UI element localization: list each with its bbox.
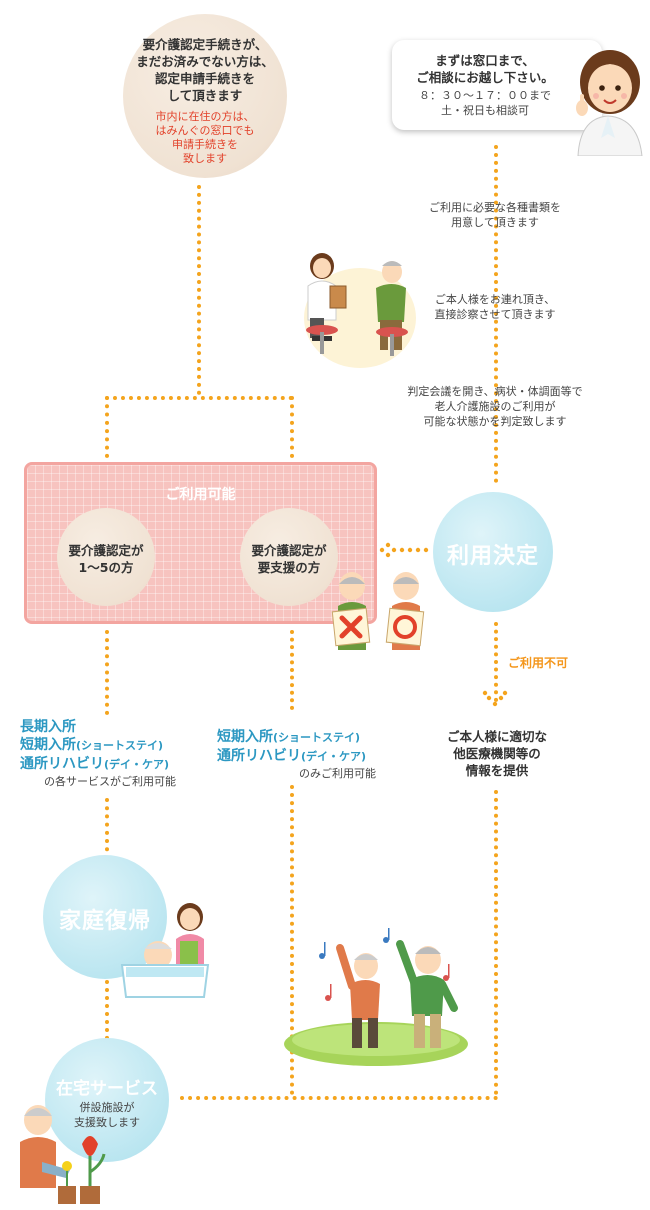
tulip-icon: [82, 1136, 98, 1156]
connector-left-split: [105, 396, 293, 400]
left-service-3-sub: (デイ・ケア): [104, 758, 170, 771]
consultation-hours: ８：３０〜１７：００まで: [419, 89, 551, 102]
left-service-2-sub: (ショートステイ): [76, 739, 164, 752]
circle-mark-icon: [393, 615, 417, 639]
connector-bottom-row: [180, 1096, 498, 1100]
right-services-note: のみご利用可能: [299, 767, 376, 780]
connector-left-top: [197, 185, 201, 395]
not-available-label: ご利用不可: [508, 656, 569, 670]
right-service-1: 短期入所: [217, 729, 273, 745]
right-service-1-sub: (ショートステイ): [273, 731, 361, 744]
connector-right-flow: [494, 145, 498, 483]
referral-line-3: 情報を提供: [465, 763, 529, 778]
left-service-2: 短期入所: [20, 737, 76, 753]
consultation-line-2: ご相談にお越し下さい。: [416, 70, 554, 85]
left-service-1: 長期入所: [20, 719, 76, 735]
consultation-card: まずは窓口まで、 ご相談にお越し下さい。 ８：３０〜１７：００まで 土・祝日も相…: [392, 40, 602, 130]
referral-line-1: ご本人様に適切な: [446, 729, 547, 744]
connector-mid-col-2: [290, 785, 294, 1095]
home-service-title: 在宅サービス: [56, 1079, 158, 1099]
nurse-illustration: [576, 50, 643, 156]
home-service-bubble: 在宅サービス 併設施設が 支援致します: [45, 1038, 169, 1162]
application-main-line-4: して頂きます: [167, 88, 243, 103]
exam-line-2: 直接診察させて頂きます: [434, 308, 556, 321]
home-service-sub-2: 支援致します: [74, 1116, 140, 1129]
application-main-line-3: 認定申請手続きを: [154, 71, 255, 86]
connector-mid-col-1: [290, 630, 294, 710]
judgement-line-2: 老人介護施設のご利用が: [434, 400, 556, 413]
connector-right-down: [494, 622, 498, 702]
judgement-line-3: 可能な状態かを判定致します: [423, 415, 567, 428]
return-home-label: 家庭復帰: [58, 909, 151, 934]
application-sub-line-3: 申請手続きを: [172, 138, 238, 151]
documents-line-1: ご利用に必要な各種書類を: [429, 201, 561, 214]
connector-left-branch-b: [290, 396, 294, 458]
available-title: ご利用可能: [165, 487, 236, 503]
referral-line-2: 他医療機関等の: [453, 746, 541, 761]
gardening-illustration: [20, 1105, 106, 1204]
home-service-sub-1: 併設施設が: [79, 1101, 135, 1114]
application-sub-line-4: 致します: [183, 152, 227, 165]
application-main-line-1: 要介護認定手続きが、: [142, 37, 268, 52]
connector-left-branch-a: [105, 396, 109, 458]
left-service-3: 通所リハビリ: [20, 756, 104, 772]
judgement-illustration: [331, 572, 425, 650]
connector-left-col-1: [105, 630, 109, 715]
support-level-line-2: 要支援の方: [257, 560, 321, 575]
bath-care-illustration: [120, 903, 210, 998]
decision-label: 利用決定: [446, 544, 539, 569]
connector-left-col-3: [105, 980, 109, 1040]
application-bubble: 要介護認定手続きが、 まだお済みでない方は、 認定申請手続きを して頂きます 市…: [123, 14, 287, 178]
judgement-line-1: 判定会議を開き、病状・体調面等で: [407, 385, 583, 398]
arrow-down-icon: [482, 690, 508, 707]
cross-mark-icon: [339, 615, 363, 639]
music-note-icon: [319, 942, 326, 959]
care-level-line-2: 1〜5の方: [78, 560, 134, 575]
connector-left-col-2: [105, 798, 109, 876]
application-sub-line-1: 市内に在住の方は、: [155, 110, 255, 123]
application-sub-line-2: はみんぐの窓口でも: [155, 124, 255, 137]
care-level-circle: 要介護認定が 1〜5の方: [57, 508, 155, 606]
right-service-2-sub: (デイ・ケア): [301, 750, 367, 763]
support-level-circle: 要介護認定が 要支援の方: [240, 508, 338, 606]
consultation-holidays: 土・祝日も相談可: [441, 104, 529, 117]
right-service-2: 通所リハビリ: [217, 748, 301, 764]
care-level-line-1: 要介護認定が: [68, 543, 144, 558]
arrow-left-icon: [379, 542, 429, 558]
connector-right-col-bottom: [494, 790, 498, 1095]
exam-line-1: ご本人様をお連れ頂き、: [434, 293, 556, 306]
consultation-line-1: まずは窓口まで、: [435, 53, 535, 68]
exercise-illustration: [284, 928, 468, 1066]
support-level-line-1: 要介護認定が: [251, 543, 327, 558]
return-home-bubble: 家庭復帰: [43, 855, 167, 979]
application-main-line-2: まだお済みでない方は、: [136, 54, 274, 69]
examination-illustration: [304, 253, 416, 368]
left-services-note: の各サービスがご利用可能: [44, 775, 176, 788]
decision-bubble: 利用決定: [433, 492, 553, 612]
documents-line-2: 用意して頂きます: [451, 216, 539, 229]
